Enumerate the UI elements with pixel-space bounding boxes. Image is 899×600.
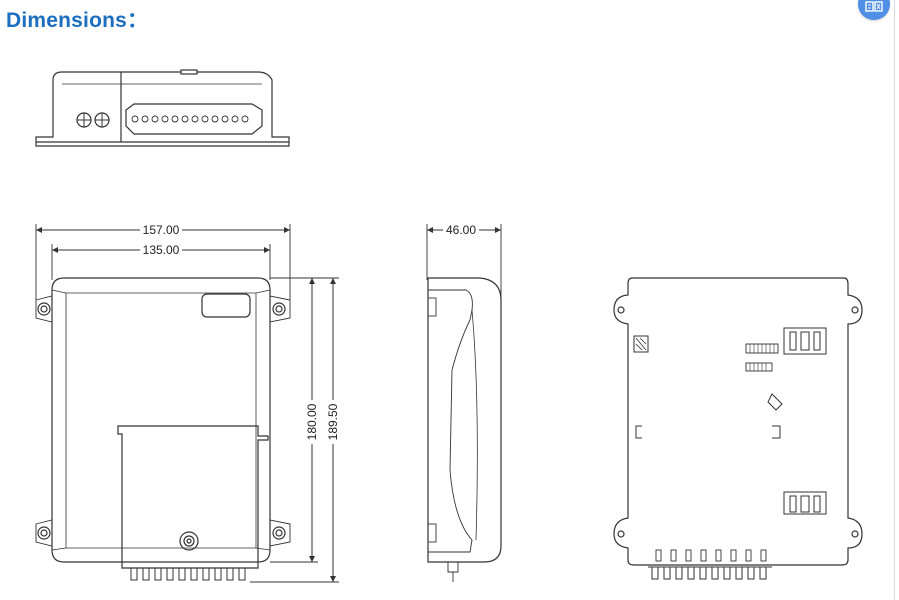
dim-body-height: 180.00 [305, 403, 319, 440]
cover-screw [179, 531, 199, 551]
terminal-cover [117, 425, 269, 569]
page-title: Dimensions： [6, 9, 149, 32]
rear-slot-top [783, 327, 827, 355]
dim-overall-width: 157.00 [143, 223, 180, 237]
mounting-ear-bottom-right [269, 519, 291, 547]
dim-depth: 46.00 [446, 223, 476, 237]
image-translate-icon [865, 1, 883, 12]
top-view [35, 69, 290, 147]
terminal-block [125, 103, 263, 135]
image-translate-button[interactable] [858, 0, 890, 20]
mounting-ear-top-left [35, 295, 53, 323]
label-window [201, 293, 251, 318]
connector-pins [130, 567, 250, 581]
rear-slot-bottom [783, 491, 827, 515]
content-edge-line [894, 0, 895, 600]
dim-overall-height: 189.50 [326, 403, 340, 440]
dim-body-width: 135.00 [143, 243, 180, 257]
rear-bottom-slots [655, 549, 767, 562]
mounting-ear-top-right [269, 295, 291, 323]
front-view [35, 224, 339, 583]
side-view [426, 224, 502, 582]
rear-connector-pins [648, 566, 772, 580]
mounting-ear-bottom-left [35, 519, 53, 547]
rear-view [613, 277, 863, 580]
